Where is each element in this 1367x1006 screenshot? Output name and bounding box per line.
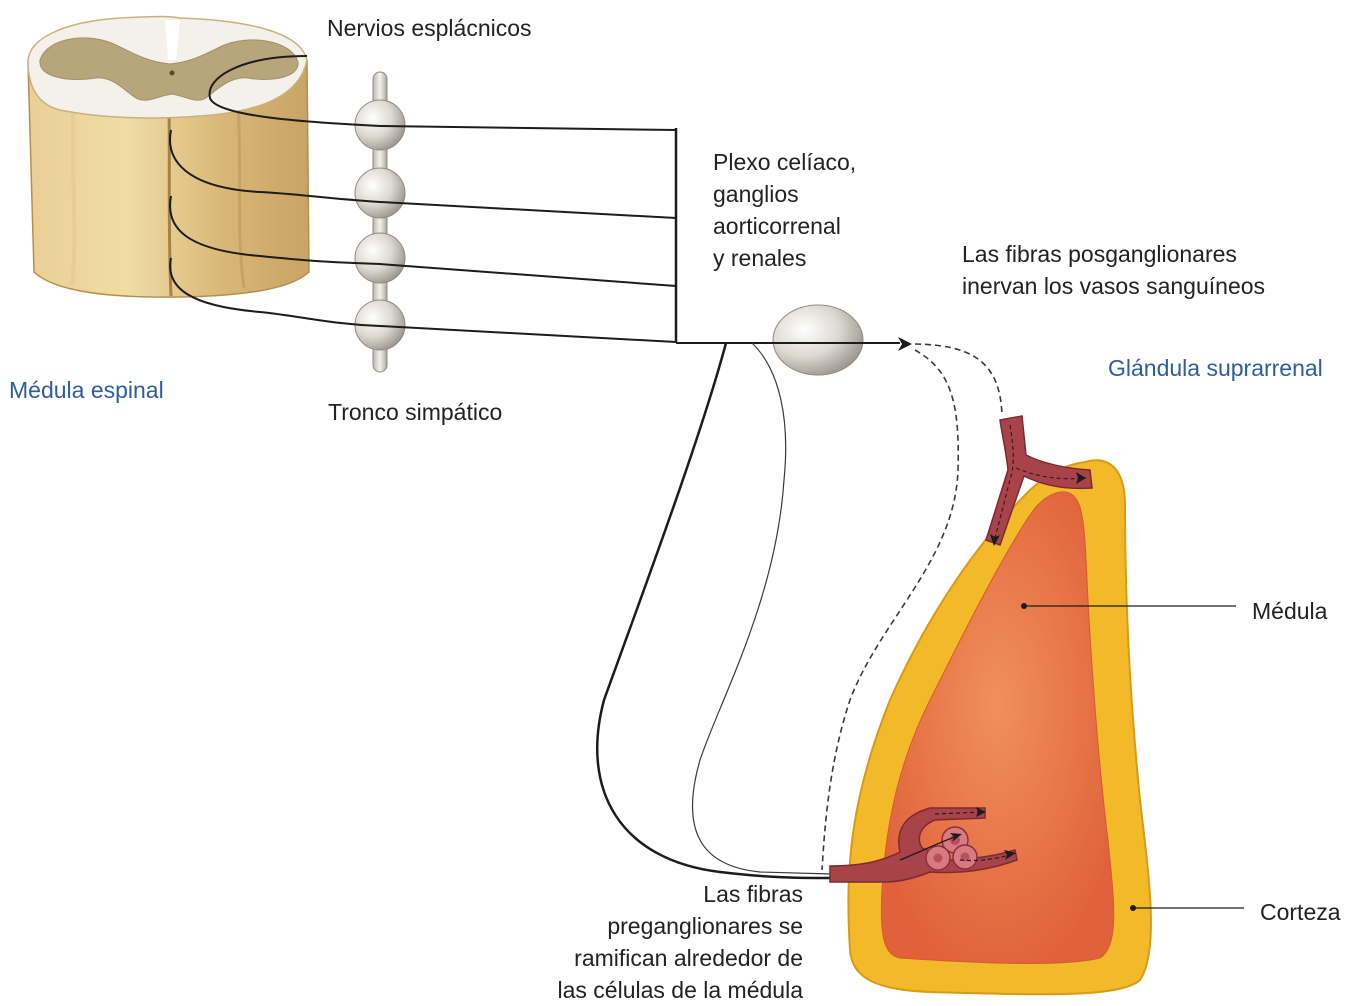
plexus-label-line: y renales <box>713 242 856 274</box>
splanchnic-nerves-label: Nervios esplácnicos <box>327 12 532 44</box>
preganglionic-fibers <box>597 343 832 878</box>
postganglionic-label: Las fibras posganglionares inervan los v… <box>962 238 1265 302</box>
preganglionic-label-line: las células de la médula <box>558 974 803 1006</box>
celiac-ganglion <box>773 305 863 375</box>
preganglionic-label: Las fibras preganglionares se ramifican … <box>558 878 803 1006</box>
postganglionic-label-line: inervan los vasos sanguíneos <box>962 270 1265 302</box>
preganglionic-label-line: Las fibras <box>558 878 803 910</box>
preganglionic-label-line: preganglionares se <box>558 910 803 942</box>
plexus-label-line: aorticorrenal <box>713 210 856 242</box>
plexus-label: Plexo celíaco, ganglios aorticorrenal y … <box>713 146 856 274</box>
adrenal-gland-label: Glándula suprarrenal <box>1108 352 1323 384</box>
trunk-ganglion <box>355 168 405 218</box>
plexus-label-line: ganglios <box>713 178 856 210</box>
medulla-label: Médula <box>1252 595 1327 627</box>
trunk-ganglion <box>355 233 405 283</box>
cortex-label: Corteza <box>1260 896 1341 928</box>
postganglionic-label-line: Las fibras posganglionares <box>962 238 1265 270</box>
sympathetic-trunk-label: Tronco simpático <box>328 396 502 428</box>
arrow-head <box>898 337 912 351</box>
plexus-label-line: Plexo celíaco, <box>713 146 856 178</box>
preganglionic-label-line: ramifican alrededor de <box>558 942 803 974</box>
spinal-cord-label: Médula espinal <box>9 374 164 406</box>
